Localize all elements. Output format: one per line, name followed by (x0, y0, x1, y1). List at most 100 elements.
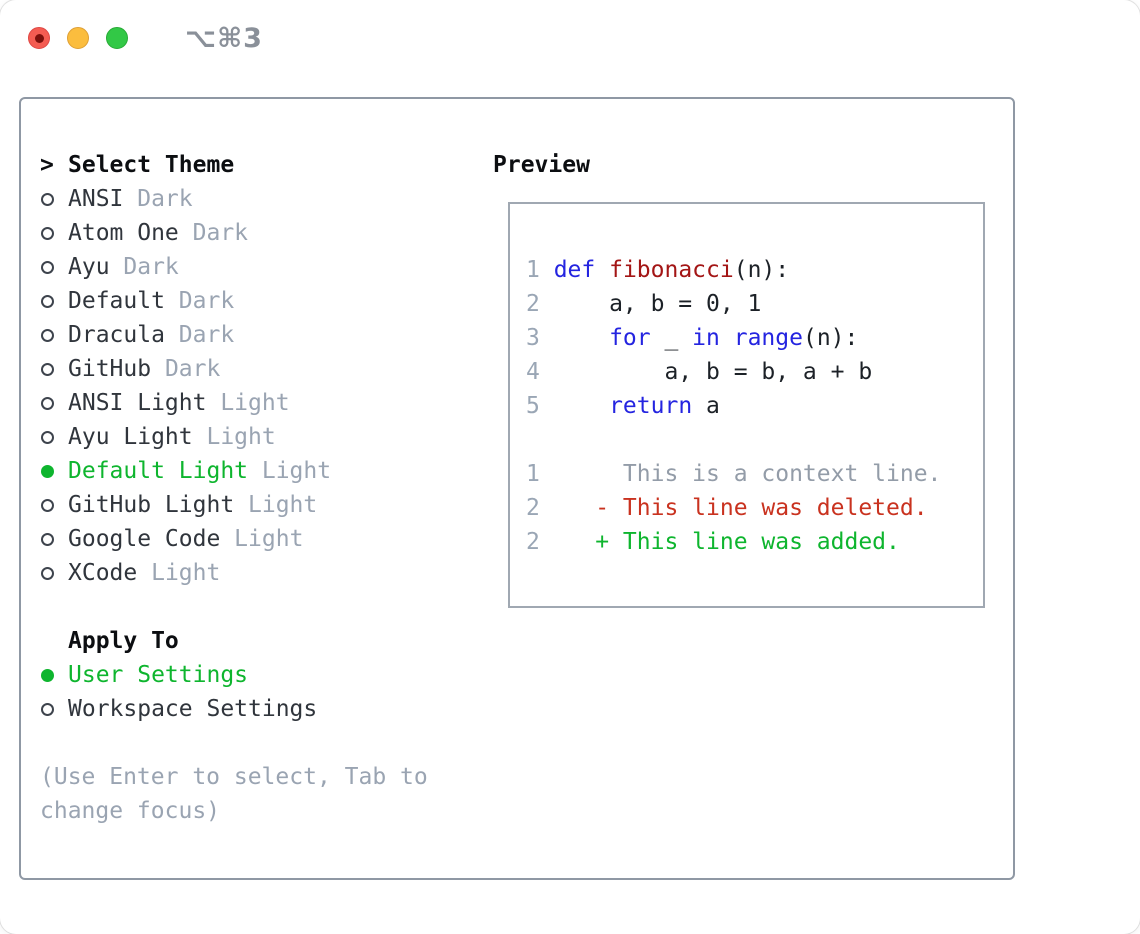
radio-icon (41, 532, 54, 546)
radio-icon (41, 702, 54, 716)
theme-option[interactable]: ANSI Dark (40, 182, 480, 216)
line-content: + This line was added. (554, 529, 900, 555)
theme-option[interactable]: Ayu Light Light (40, 420, 480, 454)
radio-icon (41, 668, 54, 682)
radio-icon (41, 192, 54, 206)
line-content: def fibonacci(n): (554, 257, 789, 283)
zoom-button[interactable] (106, 27, 128, 49)
line-number: 2 (526, 495, 540, 521)
line-content: for _ in range(n): (554, 325, 859, 351)
theme-option[interactable]: Default Dark (40, 284, 480, 318)
theme-name: GitHub Light (68, 492, 235, 518)
theme-variant: Dark (123, 186, 193, 212)
theme-option[interactable]: Google Code Light (40, 522, 480, 556)
line-number: 5 (526, 393, 540, 419)
line-content: a, b = b, a + b (553, 359, 873, 385)
preview-line: 1 This is a context line. (526, 457, 983, 491)
window-title: ⌥⌘3 (185, 22, 263, 54)
theme-name: XCode (68, 560, 138, 586)
apply-to-list: User Settings Workspace Settings (40, 658, 480, 726)
line-number: 1 (526, 257, 540, 283)
code-segment-kw: return (609, 393, 693, 419)
code-segment-plain: (n): (733, 257, 790, 283)
preview-line (526, 423, 983, 457)
radio-icon (41, 498, 54, 512)
theme-option[interactable]: Atom One Dark (40, 216, 480, 250)
preview-line: 2 a, b = 0, 1 (526, 287, 983, 321)
theme-name: Default (68, 288, 165, 314)
radio-icon (41, 260, 54, 274)
code-segment-plain: a, b = b, a + b (553, 359, 873, 385)
code-segment-plain (554, 325, 609, 351)
theme-option[interactable]: ANSI Light Light (40, 386, 480, 420)
code-segment-ctx: This is a context line. (553, 461, 942, 487)
code-segment-fn: fibonacci (609, 257, 734, 283)
theme-name: Default Light (68, 458, 249, 484)
theme-name: Ayu Light (68, 424, 193, 450)
radio-icon (41, 396, 54, 410)
preview-line: 3 for _ in range(n): (526, 321, 983, 355)
theme-variant: Light (192, 424, 276, 450)
theme-name: ANSI (68, 186, 124, 212)
theme-option[interactable]: GitHub Dark (40, 352, 480, 386)
line-number: 3 (526, 325, 540, 351)
apply-to-option-label: Workspace Settings (68, 696, 318, 722)
line-number: 1 (526, 461, 540, 487)
help-text: (Use Enter to select, Tab to change focu… (40, 764, 428, 824)
theme-variant: Dark (164, 288, 235, 314)
theme-option[interactable]: Default Light Light (40, 454, 480, 488)
line-number: 2 (526, 291, 540, 317)
radio-icon (41, 294, 54, 308)
apply-to-option[interactable]: Workspace Settings (40, 692, 480, 726)
preview-line: 2 - This line was deleted. (526, 491, 983, 525)
focus-cursor: > (40, 152, 54, 178)
code-segment-plain: a, b = 0, 1 (553, 291, 762, 317)
theme-name: GitHub (68, 356, 152, 382)
theme-variant: Light (206, 390, 290, 416)
theme-variant: Light (220, 526, 304, 552)
select-theme-title: Select Theme (68, 152, 235, 178)
apply-to-header: Apply To (40, 624, 480, 658)
theme-option[interactable]: Dracula Dark (40, 318, 480, 352)
code-segment-plain: _ (650, 325, 693, 351)
theme-variant: Light (234, 492, 318, 518)
theme-option[interactable]: Ayu Dark (40, 250, 480, 284)
line-content: This is a context line. (554, 461, 942, 487)
line-number: 2 (526, 529, 540, 555)
radio-icon (41, 464, 54, 478)
code-segment-plain: (n): (802, 325, 859, 351)
minimize-button[interactable] (67, 27, 89, 49)
radio-icon (41, 362, 54, 376)
theme-column: > Select Theme ANSI Dark Atom One Dark A… (40, 148, 480, 828)
theme-option[interactable]: XCode Light (40, 556, 480, 590)
theme-variant: Light (248, 458, 332, 484)
code-segment-plain (595, 257, 609, 283)
code-segment-kw: for (609, 325, 651, 351)
code-segment-kw: def (553, 257, 596, 283)
apply-to-title: Apply To (68, 628, 179, 654)
close-button[interactable] (28, 27, 50, 49)
theme-name: Dracula (68, 322, 165, 348)
code-segment-plain (720, 325, 734, 351)
select-theme-header: > Select Theme (40, 148, 480, 182)
theme-selector-panel: > Select Theme ANSI Dark Atom One Dark A… (19, 97, 1015, 880)
line-content: a, b = 0, 1 (553, 291, 762, 317)
code-segment-kw: in (692, 325, 720, 351)
radio-icon (41, 226, 54, 240)
preview-line: 1 def fibonacci(n): (526, 253, 983, 287)
preview-title: Preview (493, 152, 590, 178)
code-segment-del: - This line was deleted. (553, 495, 928, 521)
theme-variant: Light (137, 560, 221, 586)
titlebar: ⌥⌘3 (28, 23, 263, 54)
line-content: - This line was deleted. (553, 495, 928, 521)
preview-line: 5 return a (526, 389, 983, 423)
theme-variant: Dark (164, 322, 235, 348)
theme-option[interactable]: GitHub Light Light (40, 488, 480, 522)
preview-box: 1 def fibonacci(n): 2 a, b = 0, 1 3 for … (508, 202, 985, 608)
code-segment-plain: a (692, 393, 720, 419)
apply-to-option[interactable]: User Settings (40, 658, 480, 692)
radio-icon (41, 328, 54, 342)
radio-icon (41, 430, 54, 444)
theme-list: ANSI Dark Atom One Dark Ayu Dark Default… (40, 182, 480, 590)
